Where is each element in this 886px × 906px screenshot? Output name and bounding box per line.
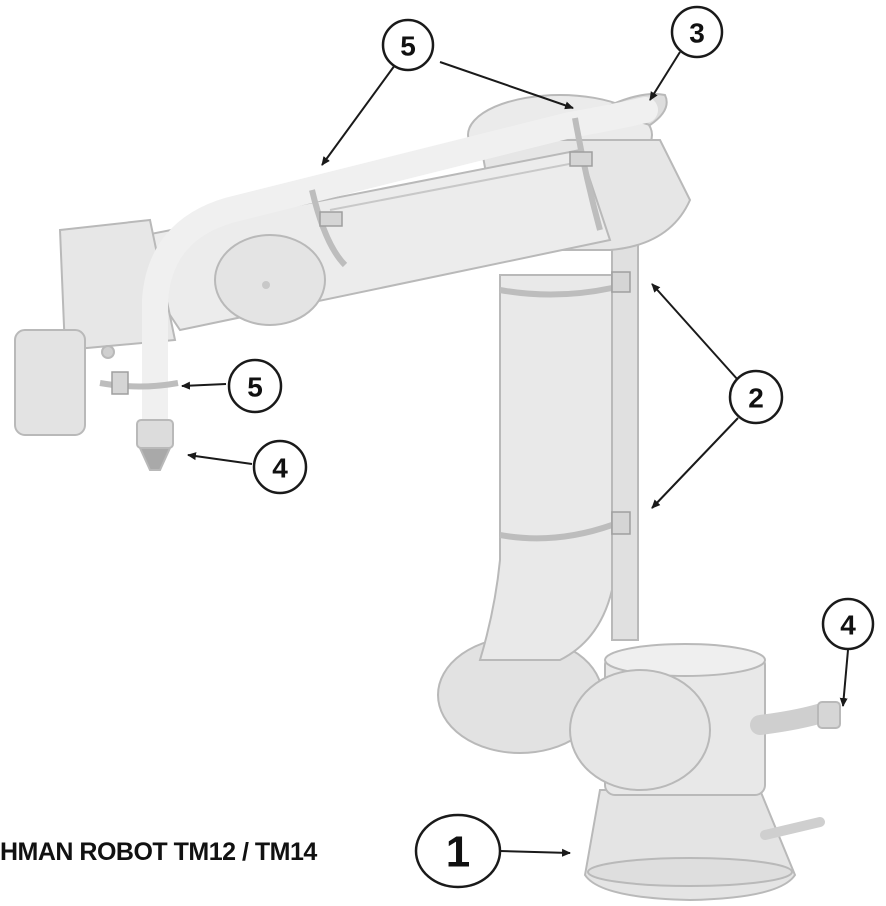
lower-arm (478, 239, 639, 661)
callout-4-base-label: 4 (840, 610, 856, 641)
leader-5-arm-right (439, 61, 574, 110)
robot-illustration (14, 93, 841, 902)
callout-1: 1 (414, 813, 502, 889)
callout-4-base: 4 (821, 597, 875, 651)
leader-5-tool (181, 381, 227, 390)
callout-2-label: 2 (748, 383, 764, 414)
wrist-joint (214, 234, 326, 326)
callout-5-tool: 5 (227, 358, 283, 414)
shoulder-joint (437, 636, 711, 791)
leader-4-base (839, 649, 849, 707)
callout-5-arm: 5 (381, 18, 435, 72)
callout-5-tool-label: 5 (247, 372, 263, 403)
callout-2: 2 (728, 369, 784, 425)
leader-4-tool (187, 452, 253, 465)
leader-5-arm-left (321, 64, 396, 166)
strap-clips (111, 151, 631, 535)
callout-1-label: 1 (446, 828, 470, 877)
leader-2-lower (651, 417, 739, 509)
callout-5-arm-label: 5 (400, 31, 416, 62)
callout-4-tool-label: 4 (272, 453, 288, 484)
base-hose-fitting (750, 701, 841, 735)
base-cable (760, 817, 825, 840)
callout-3: 3 (670, 5, 724, 59)
leader-2-upper (651, 283, 739, 381)
tool-hose-nozzle (136, 419, 174, 471)
leader-3 (649, 51, 681, 101)
hose-straps (99, 117, 613, 542)
product-caption: HMAN ROBOT TM12 / TM14 (0, 838, 317, 866)
callout-3-label: 3 (689, 18, 705, 49)
callout-4-tool: 4 (252, 439, 308, 495)
hose (142, 97, 658, 433)
callouts (181, 51, 849, 857)
leader-1 (499, 848, 571, 857)
